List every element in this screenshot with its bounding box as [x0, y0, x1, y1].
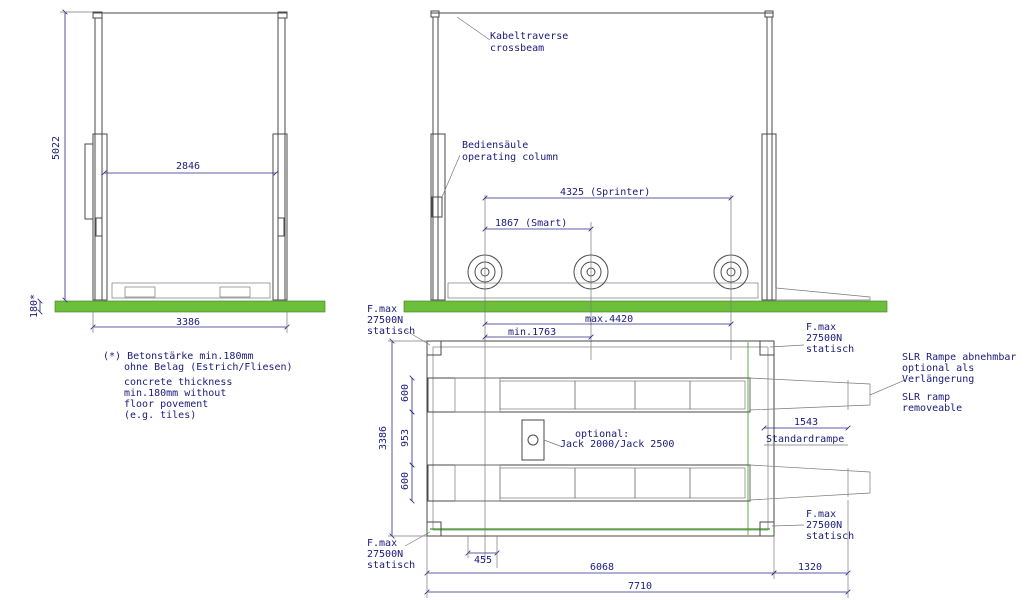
- fmax-tr-l2: 27500N: [806, 333, 842, 344]
- note-line-2: ohne Belag (Estrich/Fliesen): [124, 362, 293, 373]
- dim-6068: 6068: [590, 562, 614, 573]
- max-dim: max.4420: [585, 314, 633, 325]
- front-inner-width-dim: 2846: [176, 161, 200, 172]
- note-line-3: concrete thickness: [124, 377, 232, 388]
- min-dim: min.1763: [508, 327, 556, 338]
- note-line-1: (*) Betonstärke min.180mm: [103, 351, 254, 362]
- jack-label-1: optional:: [575, 429, 629, 440]
- front-ground: [54, 300, 326, 313]
- crossbeam-label-de: Kabeltraverse: [490, 31, 568, 42]
- crossbeam-label-en: crossbeam: [490, 43, 544, 54]
- fmax-br-l1: F.max: [806, 509, 836, 520]
- note-line-6: (e.g. tiles): [124, 410, 196, 421]
- dim-455: 455: [474, 555, 492, 566]
- fmax-bl-l1: F.max: [367, 538, 397, 549]
- jack-symbol: [521, 419, 545, 461]
- fmax-br-l3: statisch: [806, 531, 854, 542]
- standard-ramp-label: Standardrampe: [766, 434, 844, 445]
- jack-label-2: Jack 2000/Jack 2500: [560, 439, 674, 450]
- note-line-5: floor povement: [124, 399, 208, 410]
- front-view: 5022 2846 3386 180*: [29, 12, 326, 333]
- track1-dim: 600: [400, 384, 411, 402]
- fmax-bottom-left: F.max 27500N statisch: [367, 531, 431, 571]
- track2-dim: 600: [400, 472, 411, 490]
- fmax-top-left: F.max 27500N statisch: [367, 304, 431, 346]
- operating-column-label-de: Bediensäule: [462, 140, 528, 151]
- side-ground: [403, 300, 888, 313]
- top-view: min.1763 max.4420 3386 600 953 600 455 6…: [367, 304, 1016, 598]
- ramp-label-de-1: SLR Rampe abnehmbar: [902, 352, 1016, 363]
- smart-dim: 1867 (Smart): [495, 218, 567, 229]
- fmax-bottom-right: F.max 27500N statisch: [771, 509, 854, 542]
- front-outer-width-dim: 3386: [176, 317, 200, 328]
- concrete-notes: (*) Betonstärke min.180mm ohne Belag (Es…: [103, 351, 293, 421]
- ramp-label-de-2: optional als: [902, 363, 974, 374]
- fmax-tr-l1: F.max: [806, 322, 836, 333]
- front-height-dim: 5022: [51, 136, 62, 160]
- side-view: 4325 (Sprinter) 1867 (Smart) Kabeltraver…: [403, 10, 888, 560]
- ramp-label-en-2: removeable: [902, 403, 962, 414]
- fmax-bl-l3: statisch: [367, 560, 415, 571]
- gap-dim: 953: [400, 429, 411, 447]
- concrete-thickness-dim: 180*: [29, 294, 40, 318]
- top-width-dim: 3386: [378, 426, 389, 450]
- fmax-tl-l1: F.max: [367, 304, 397, 315]
- note-line-4: min.180mm without: [124, 388, 226, 399]
- operating-column-label-en: operating column: [462, 152, 558, 163]
- fmax-tl-l3: statisch: [367, 326, 415, 337]
- ramp-label-en-1: SLR ramp: [902, 392, 950, 403]
- dim-1543: 1543: [794, 417, 818, 428]
- fmax-top-right: F.max 27500N statisch: [769, 322, 854, 355]
- dim-1320: 1320: [798, 562, 822, 573]
- fmax-br-l2: 27500N: [806, 520, 842, 531]
- fmax-tr-l3: statisch: [806, 344, 854, 355]
- dim-7710: 7710: [628, 581, 652, 592]
- fmax-tl-l2: 27500N: [367, 315, 403, 326]
- ramp-label-de-3: Verlängerung: [902, 374, 974, 385]
- sprinter-dim: 4325 (Sprinter): [560, 187, 650, 198]
- fmax-bl-l2: 27500N: [367, 549, 403, 560]
